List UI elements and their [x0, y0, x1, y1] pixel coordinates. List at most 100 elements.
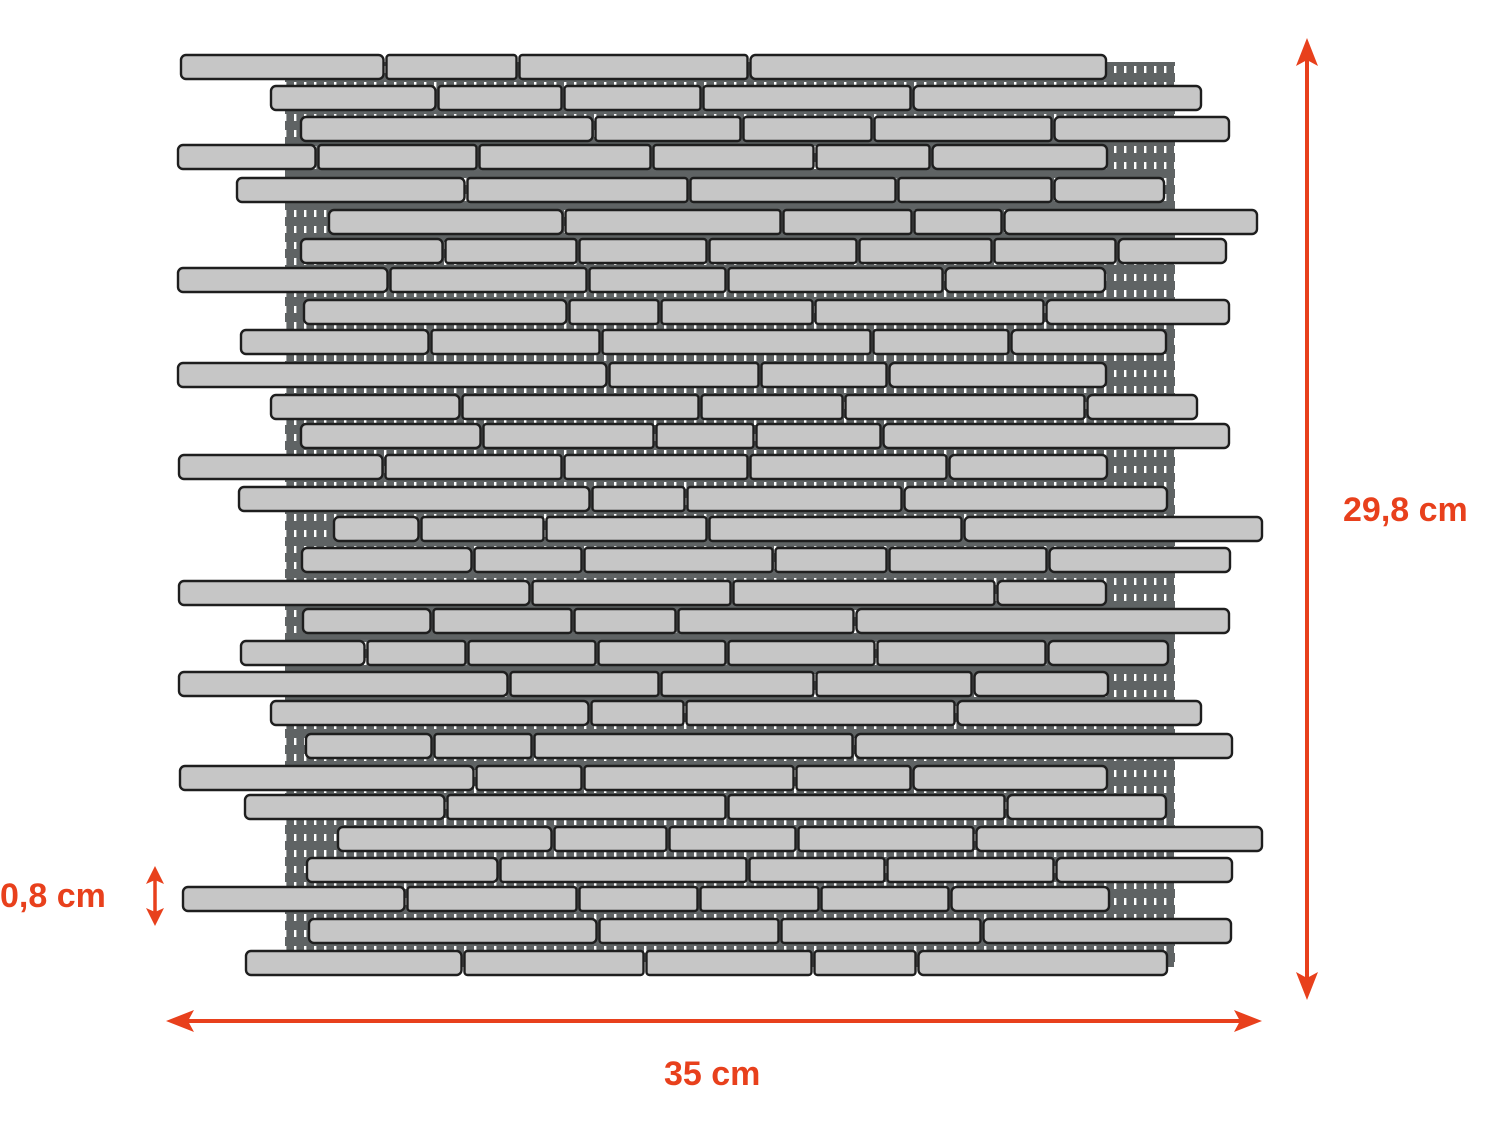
- stone-strip: [244, 949, 463, 977]
- stone-strip: [950, 885, 1111, 913]
- stone-strip: [780, 917, 982, 945]
- stone-strip: [594, 115, 742, 143]
- stone-strip: [699, 885, 820, 913]
- stone-strip: [795, 764, 912, 792]
- stone-strip: [578, 885, 699, 913]
- stone-strip: [660, 298, 814, 326]
- stone-strip: [685, 699, 956, 727]
- stone-strip: [1117, 237, 1228, 265]
- stone-strip: [177, 579, 531, 607]
- stone-strip: [660, 670, 815, 698]
- stone-strip: [886, 856, 1055, 884]
- stone-strip: [686, 485, 903, 513]
- stone-strip: [553, 825, 668, 853]
- stone-strip: [478, 143, 652, 171]
- stone-strip: [1010, 328, 1168, 356]
- stone-strip: [299, 422, 482, 450]
- stone-strip: [178, 764, 475, 792]
- stone-strip: [578, 237, 708, 265]
- stone-strip: [432, 607, 573, 635]
- stone-strip: [336, 825, 553, 853]
- stone-strip: [844, 393, 1086, 421]
- stone-strip: [872, 328, 1010, 356]
- stone-strip: [601, 328, 872, 356]
- stone-strip: [176, 361, 608, 389]
- stone-strip: [563, 453, 749, 481]
- stone-strip: [588, 266, 727, 294]
- stone-strip: [564, 208, 782, 236]
- stone-strip: [1047, 639, 1170, 667]
- stone-strip: [700, 393, 844, 421]
- stone-strip: [1045, 298, 1231, 326]
- stone-strip: [176, 143, 317, 171]
- stone-strip: [655, 422, 755, 450]
- stone-strip: [385, 53, 518, 81]
- stone-strip: [913, 208, 1003, 236]
- stone-strip: [598, 917, 780, 945]
- stone-strip: [389, 266, 588, 294]
- stone-strip: [179, 53, 385, 81]
- stone-strip: [591, 485, 686, 513]
- stone-strip: [993, 237, 1117, 265]
- stone-strip: [760, 361, 888, 389]
- stone-strip: [176, 266, 389, 294]
- stone-strip: [931, 143, 1109, 171]
- stone-strip: [963, 515, 1264, 543]
- stone-strip: [948, 453, 1109, 481]
- stone-strip: [742, 115, 873, 143]
- stone-strip: [466, 176, 689, 204]
- stone-strip: [797, 825, 975, 853]
- stone-strip: [973, 670, 1110, 698]
- stone-strip: [727, 639, 876, 667]
- stone-strip: [302, 298, 568, 326]
- stone-strip: [1055, 856, 1234, 884]
- stone-strip: [301, 607, 432, 635]
- stone-strip: [420, 515, 545, 543]
- stone-strip: [897, 176, 1053, 204]
- stone-strip: [748, 856, 886, 884]
- stone-strip: [317, 143, 478, 171]
- stone-strip: [882, 422, 1231, 450]
- stone-strip: [917, 949, 1169, 977]
- width-label: 35 cm: [664, 1055, 761, 1093]
- stone-strip: [563, 84, 702, 112]
- stone-strip: [573, 607, 677, 635]
- stone-strip: [1006, 793, 1168, 821]
- stone-strip: [749, 53, 1108, 81]
- stone-strip: [239, 328, 430, 356]
- stone-strip: [181, 885, 406, 913]
- stone-strip: [1048, 546, 1232, 574]
- height-dimension-arrow: [1296, 38, 1318, 1000]
- stone-strip: [956, 699, 1203, 727]
- stone-strip: [499, 856, 748, 884]
- stone-strip: [652, 143, 815, 171]
- stone-strip: [177, 453, 384, 481]
- stone-strip: [677, 607, 855, 635]
- width-dimension-arrow: [166, 1010, 1262, 1032]
- stone-strip: [975, 825, 1264, 853]
- stone-strip: [1053, 115, 1231, 143]
- stone-strip: [903, 485, 1169, 513]
- stone-strip: [708, 237, 858, 265]
- stone-strip: [1086, 393, 1199, 421]
- stone-strip: [708, 515, 963, 543]
- stone-strip: [813, 949, 917, 977]
- stone-strip: [299, 237, 444, 265]
- stone-strip: [482, 422, 655, 450]
- stone-strip: [982, 917, 1233, 945]
- stone-strip: [437, 84, 563, 112]
- stone-strip: [888, 361, 1108, 389]
- stone-strip: [590, 699, 685, 727]
- stone-strip: [444, 237, 578, 265]
- stone-strip: [366, 639, 467, 667]
- stone-strip: [873, 115, 1053, 143]
- stone-strip: [944, 266, 1107, 294]
- stone-strip: [473, 546, 583, 574]
- stone-strip: [774, 546, 888, 574]
- stone-strip: [749, 453, 948, 481]
- stone-strip: [305, 856, 499, 884]
- height-label: 29,8 cm: [1343, 491, 1468, 529]
- stone-strip: [461, 393, 700, 421]
- stone-strip: [269, 84, 437, 112]
